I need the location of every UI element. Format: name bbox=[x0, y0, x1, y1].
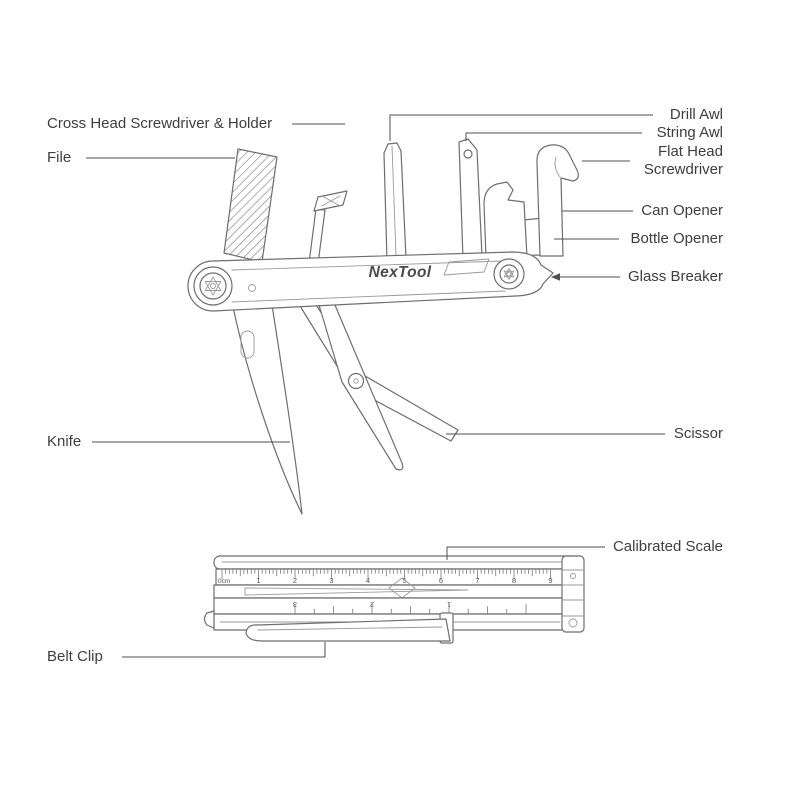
leader-drill-awl bbox=[389, 114, 653, 141]
ruler-number-inverted: 3 bbox=[293, 600, 297, 609]
can-opener-tool bbox=[483, 181, 528, 259]
ruler-number-inverted: 2 bbox=[370, 600, 374, 609]
folded-inch-ruler bbox=[213, 597, 565, 615]
brand-text: NexTool bbox=[369, 264, 432, 281]
leader-calibrated-scale bbox=[446, 546, 605, 560]
ruler-number: 5 bbox=[402, 576, 406, 585]
torx-screw-icon bbox=[503, 268, 515, 278]
file-tool bbox=[223, 148, 278, 263]
label-bottle-opener: Bottle Opener bbox=[630, 230, 723, 247]
multitool-folded-view: 0cm 1 2 3 4 5 6 7 8 9 3 2 1 bbox=[203, 555, 585, 644]
drill-awl-tool bbox=[383, 142, 407, 262]
label-string-awl: String Awl bbox=[656, 124, 723, 141]
ruler-number: 4 bbox=[366, 576, 370, 585]
label-calibrated-scale: Calibrated Scale bbox=[612, 538, 723, 555]
left-pivot bbox=[193, 266, 233, 306]
string-awl-eyelet bbox=[463, 149, 473, 159]
label-glass-breaker: Glass Breaker bbox=[627, 268, 723, 285]
label-scissor: Scissor bbox=[673, 425, 723, 442]
ruler-number: 2 bbox=[293, 576, 297, 585]
label-drill-awl: Drill Awl bbox=[669, 106, 723, 123]
ruler-number-inverted: 1 bbox=[447, 600, 451, 609]
label-cross-head-screwdriver: Cross Head Screwdriver & Holder bbox=[47, 115, 273, 132]
scissor-tool bbox=[291, 288, 459, 471]
folded-left-cap bbox=[203, 610, 215, 629]
ruler-zero-label: 0cm bbox=[218, 578, 230, 585]
leader-belt-clip bbox=[122, 642, 326, 658]
tool-body bbox=[187, 251, 554, 312]
folded-blade-edge bbox=[244, 587, 469, 596]
label-belt-clip: Belt Clip bbox=[47, 648, 103, 665]
knife-nail-slot bbox=[240, 330, 255, 359]
ruler-number: 7 bbox=[475, 576, 479, 585]
belt-clip-part bbox=[245, 612, 454, 644]
knife-blade bbox=[231, 301, 303, 515]
ruler-number: 9 bbox=[548, 576, 552, 585]
ruler-number: 8 bbox=[512, 576, 516, 585]
inch-tick-marks bbox=[294, 603, 527, 614]
label-file: File bbox=[47, 149, 72, 166]
scissor-pivot-screw bbox=[347, 372, 365, 390]
ruler-number: 6 bbox=[439, 576, 443, 585]
folded-right-end bbox=[561, 555, 585, 633]
label-can-opener: Can Opener bbox=[641, 202, 723, 219]
ruler-number: 1 bbox=[256, 576, 260, 585]
flat-head-screwdriver-tool bbox=[536, 144, 579, 257]
ruler-number: 3 bbox=[329, 576, 333, 585]
body-rivet bbox=[248, 284, 256, 292]
glass-breaker-arrow-icon bbox=[551, 273, 560, 281]
folded-top-bar bbox=[213, 555, 581, 570]
leader-string-awl bbox=[465, 132, 642, 141]
cross-head-screwdriver-tool bbox=[308, 190, 348, 265]
body-vent-cutout bbox=[443, 258, 490, 276]
leader-lines bbox=[86, 114, 665, 658]
label-flat-head-screwdriver: Flat Head Screwdriver bbox=[643, 143, 723, 178]
torx-screw-icon bbox=[204, 276, 222, 291]
cm-tick-marks bbox=[221, 568, 551, 580]
right-pivot bbox=[493, 258, 525, 290]
multitool-open-view: NexTool bbox=[187, 138, 579, 515]
label-knife: Knife bbox=[47, 433, 82, 450]
